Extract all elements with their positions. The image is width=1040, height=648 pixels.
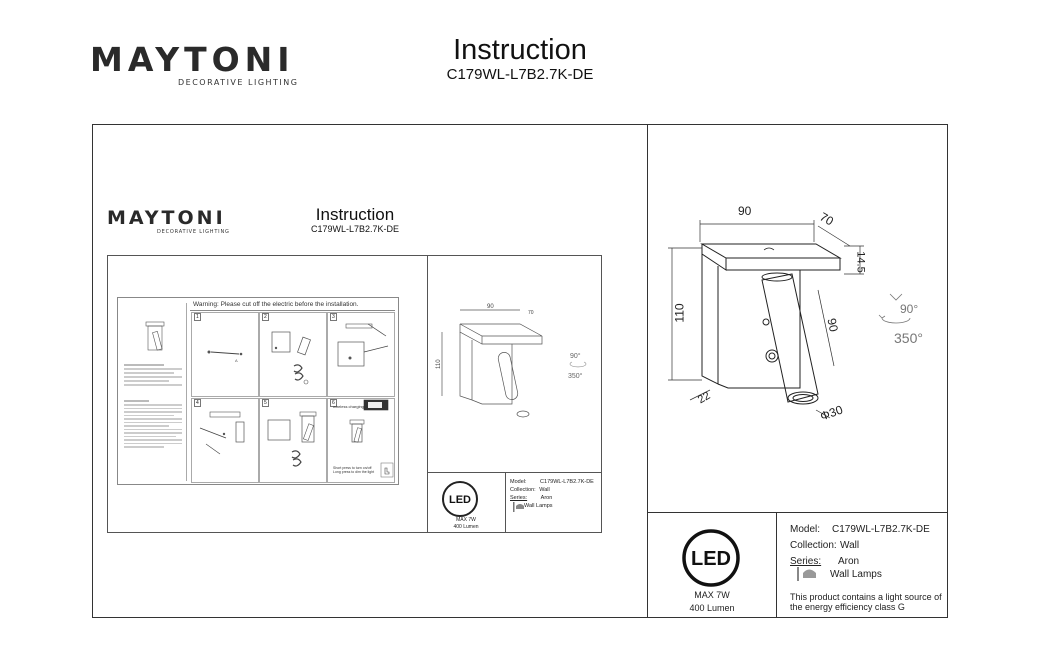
specs-divider (776, 512, 777, 618)
inner-wall-lamp-icon (513, 502, 524, 512)
step-3-illustration (337, 323, 389, 367)
short-press-note: Short press to turn on/off Long press to… (333, 466, 375, 474)
inner-title: Instruction (315, 205, 395, 224)
steps-sheet (117, 297, 399, 485)
hand-icon (380, 462, 394, 478)
step-grid (191, 312, 395, 483)
steps-caution-notes (124, 398, 182, 450)
svg-text:LED: LED (449, 494, 471, 506)
step-6-illustration (349, 399, 389, 443)
rotation-tilt: 90° (900, 302, 919, 316)
inner-led-power: MAX 7W (456, 517, 476, 523)
brand-logo: MAYTONI (90, 40, 295, 79)
step-4-illustration (199, 411, 245, 455)
spec-series-value: Aron (838, 556, 860, 567)
rotation-swivel: 350° (894, 330, 923, 346)
spec-model-value: C179WL-L7B2.7K-DE (832, 524, 930, 535)
step-number-2: 2 (262, 313, 269, 321)
column-divider (647, 124, 648, 618)
spec-collection-value: Wall (840, 540, 860, 551)
warning-text: Warning: Please cut off the electric bef… (193, 301, 359, 308)
dim-height: 110 (672, 303, 687, 323)
inner-series-label: Series: (510, 495, 528, 501)
step-number-4: 4 (194, 399, 201, 407)
inner-specs-divider (505, 472, 506, 533)
svg-text:350°: 350° (568, 372, 583, 380)
row-divider (647, 512, 948, 513)
spec-model-label: Model: (790, 524, 821, 535)
brand-tagline: DECORATIVE LIGHTING (178, 78, 299, 87)
instruction-sheet (92, 124, 948, 618)
wireless-charging-note: wireless charging (333, 404, 364, 409)
inner-dimension-drawing: 90 110 70 90° 350° (436, 304, 587, 418)
inner-collection-label: Collection: (510, 487, 536, 493)
dim-arm: 90 (824, 317, 841, 333)
step-number-3: 3 (330, 313, 337, 321)
steps-product-notes (124, 362, 182, 388)
inner-collection-value: Wall (539, 487, 550, 493)
svg-text:110: 110 (436, 359, 442, 369)
svg-text:LED: LED (691, 548, 731, 570)
inner-brand-tagline: DECORATIVE LIGHTING (157, 229, 230, 235)
svg-text:90°: 90° (570, 352, 581, 360)
inner-sheet (107, 255, 602, 533)
inner-series-value: Aron (540, 495, 553, 501)
spec-collection-label: Collection: (790, 540, 837, 551)
led-icon: LED (682, 529, 740, 587)
svg-text:A: A (235, 358, 238, 363)
inner-model-value: C179WL-L7B2.7K-DE (540, 479, 594, 485)
inner-brand-logo: MAYTONI (107, 207, 226, 229)
inner-row-divider (427, 472, 602, 473)
inner-column-divider (427, 255, 428, 533)
dim-plate: 14.5 (854, 251, 867, 273)
dim-width: 90 (738, 204, 752, 218)
wall-lamp-icon (797, 567, 816, 581)
led-lumen: 400 Lumen (689, 603, 735, 613)
inner-model-code: C179WL-L7B2.7K-DE (310, 224, 400, 234)
dimension-drawing (668, 220, 911, 419)
inner-led-lumen: 400 Lumen (453, 524, 479, 530)
warning-underline (190, 310, 395, 311)
spec-series-label: Series: (790, 556, 822, 567)
step-2-illustration (271, 331, 311, 385)
inner-led-icon: LED (442, 481, 478, 517)
svg-text:70: 70 (528, 310, 534, 316)
led-power: MAX 7W (694, 590, 730, 600)
svg-text:90: 90 (487, 304, 494, 310)
page-model-code: C179WL-L7B2.7K-DE (446, 66, 594, 83)
steps-product-panel (121, 303, 187, 481)
spec-type-value: Wall Lamps (830, 569, 882, 580)
step-number-6: 6 (330, 399, 337, 407)
energy-class-note: This product contains a light source of … (790, 592, 942, 612)
step-1-illustration: A (207, 350, 243, 363)
inner-specs: Model: C179WL-L7B2.7K-DE Collection: Wal… (510, 478, 600, 510)
inner-type-value: Wall Lamps (524, 503, 553, 509)
inner-model-label: Model: (510, 479, 527, 485)
step-5-illustration (267, 411, 317, 467)
steps-product-thumbnail (145, 321, 165, 351)
step-number-5: 5 (262, 399, 269, 407)
page-title: Instruction (453, 34, 587, 66)
step-number-1: 1 (194, 313, 201, 321)
